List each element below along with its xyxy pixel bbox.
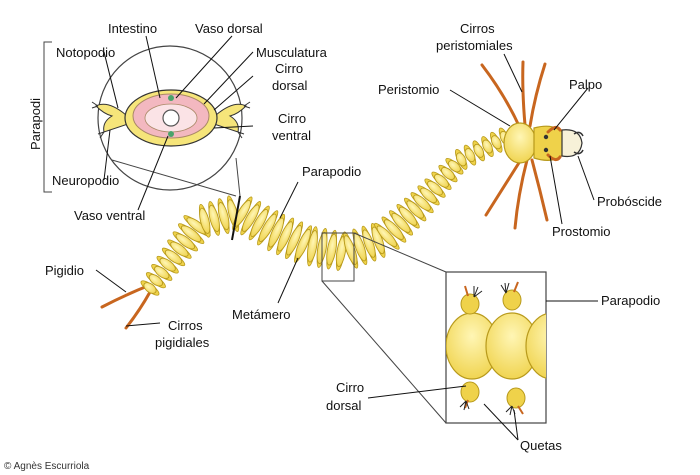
body-segment [362,229,376,258]
label-prostomio: Prostomio [552,224,611,239]
body-segment [434,173,449,188]
body-segment [277,221,293,252]
label-peristomio: Peristomio [378,82,440,97]
body-segment [406,200,424,219]
label-parapodio-right: Parapodio [601,293,661,308]
body-segment [398,206,418,226]
dorsal-vessel-section [168,95,174,101]
label-cirros-peristomiales-2: peristomiales [436,38,513,53]
label-cirros-pigidiales-1: Cirros [168,318,203,333]
body-segment [307,230,318,263]
parapodium-right-section [213,101,251,139]
label-vaso-dorsal: Vaso dorsal [195,21,263,36]
body-segment [490,135,502,150]
label-proboscide: Probóscide [597,194,663,209]
segment-selection-box [321,232,355,282]
body-segment [413,194,431,211]
body-segment [199,207,211,234]
label-vaso-ventral: Vaso ventral [74,208,146,223]
body-segment [427,180,443,196]
label-cirro-dorsal-top-1: Cirro [275,61,304,76]
proboscis [561,129,583,158]
parapodi-bracket [43,41,52,193]
body-segment [154,265,170,280]
body-segment [148,274,163,287]
body-segment [143,282,157,294]
palp [546,125,562,134]
label-cirro-ventral-2: ventral [272,128,312,143]
label-cirros-peristomiales-1: Cirros [460,21,495,36]
body-segment [482,139,493,154]
label-cirro-ventral-1: Cirro [278,111,307,126]
body-segment [250,208,269,237]
body-segment [391,212,411,233]
section-cut-mark [231,195,241,241]
eye [543,147,549,153]
body-segment [455,152,467,167]
credit-text: © Agnès Escurriola [4,461,90,472]
label-parapodio-mid: Parapodio [302,164,362,179]
body-segment [268,217,285,248]
label-palpo: Palpo [569,77,603,92]
body-segment [170,241,189,257]
label-cirro-dorsal-bottom-1: Cirro [336,380,365,395]
body-segment [241,204,260,232]
label-quetas: Quetas [520,438,562,453]
leader-lines [95,35,598,441]
body-segment [384,219,404,240]
body-segment [376,225,398,247]
body-segment [464,148,476,163]
worm-head [480,60,584,230]
label-cirro-dorsal-bottom-2: dorsal [326,398,362,413]
label-cirro-dorsal-top-2: dorsal [272,78,308,93]
body-segment [420,187,437,204]
intestine-section [162,109,180,127]
body-segment [175,233,196,250]
label-metamero: Metámero [232,307,291,322]
body-segment [286,225,302,256]
body-segment [164,249,183,265]
label-neuropodio: Neuropodio [52,173,120,188]
body-segment [180,225,202,242]
body-segment [441,167,455,181]
cross-section-view [91,45,251,197]
body-segment [208,204,220,233]
label-intestino: Intestino [108,21,158,36]
label-pigidio: Pigidio [45,263,85,278]
label-notopodio: Notopodio [56,45,116,60]
ventral-vessel-section [168,131,174,137]
body-segment [258,213,277,242]
parapodium-left-section [91,101,129,139]
label-parapodi: Parapodi [28,97,43,150]
label-cirros-pigidiales-2: pigidiales [155,335,210,350]
parapodia-detail-view [445,271,547,424]
body-segment [353,232,367,262]
label-musculatura: Musculatura [256,45,327,60]
body-segment [473,143,485,158]
jaw [573,131,584,155]
palp [546,153,562,162]
body-segment [447,160,461,173]
worm-body [140,127,512,296]
body-segment [217,202,230,231]
body-segment [326,233,338,266]
peristomium [503,122,537,164]
body-segment [295,228,311,260]
eye [543,134,549,140]
body-segment [159,257,176,272]
